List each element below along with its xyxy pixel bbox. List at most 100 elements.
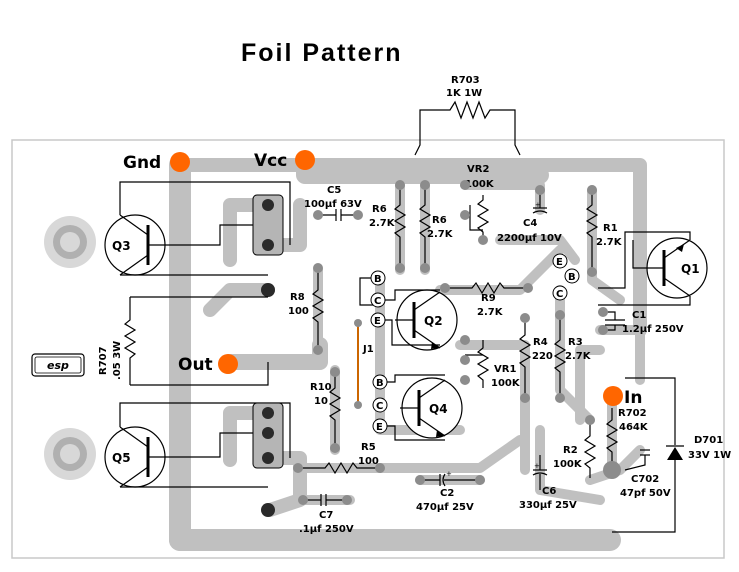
r2-ref: R2 (563, 445, 578, 456)
q4-pins: B C E (372, 374, 445, 441)
q2-label: Q2 (424, 314, 443, 328)
capacitor-c4: C4 2200µf 10V + (497, 185, 562, 244)
in-connector (603, 386, 623, 406)
capacitor-c6: C6 330µf 25V + (519, 455, 577, 511)
pad (262, 199, 274, 211)
c7-value: .1µf 250V (299, 524, 354, 535)
out-connector (218, 354, 238, 374)
svg-text:E: E (556, 257, 563, 268)
r6a-ref: R6 (372, 204, 387, 215)
c1-ref: C1 (632, 310, 646, 321)
c702-ref: C702 (631, 474, 659, 485)
r10-value: 10 (314, 396, 328, 407)
r707-ref: R707 (98, 346, 109, 375)
r9-ref: R9 (481, 293, 496, 304)
svg-text:B: B (376, 378, 384, 389)
q4-label: Q4 (429, 402, 448, 416)
diode-d701: D701 33V 1W (612, 377, 731, 533)
svg-text:B: B (374, 274, 382, 285)
board-outline (11, 139, 725, 559)
resistor-r6b: R6 2.7K (418, 180, 454, 273)
capacitor-c5: C5 100µf 63V (304, 185, 363, 221)
r702-ref: R702 (618, 408, 647, 419)
pad (261, 283, 275, 297)
vcc-connector (295, 150, 315, 170)
r8-value: 100 (288, 306, 309, 317)
vr1-value: 100K (491, 378, 521, 389)
svg-text:C: C (376, 401, 383, 412)
r3-ref: R3 (568, 337, 583, 348)
r9-value: 2.7K (477, 307, 504, 318)
c6-value: 330µf 25V (519, 500, 577, 511)
capacitor-c1: C1 1.2µf 250V (598, 307, 684, 335)
resistor-r6a: R6 2.7K (369, 180, 407, 273)
c4-value: 2200µf 10V (497, 233, 562, 244)
vcc-label: Vcc (254, 151, 287, 171)
r1-value: 2.7K (596, 237, 623, 248)
c2-ref: C2 (440, 488, 454, 499)
j1-label: J1 (362, 344, 374, 355)
svg-text:C: C (374, 296, 381, 307)
r6a-value: 2.7K (369, 218, 396, 229)
r8-ref: R8 (290, 292, 305, 303)
r1-ref: R1 (603, 223, 618, 234)
pad (262, 452, 274, 464)
r6b-value: 2.7K (427, 229, 454, 240)
svg-text:E: E (376, 422, 383, 433)
c7-ref: C7 (319, 510, 333, 521)
c2-value: 470µf 25V (416, 502, 474, 513)
svg-text:B: B (568, 272, 576, 283)
capacitor-c702: C702 47pf 50V (603, 449, 671, 499)
capacitor-c2: C2 470µf 25V + (415, 470, 485, 513)
pad (262, 427, 274, 439)
r10-ref: R10 (310, 382, 332, 393)
transistor-q3: Q3 (104, 181, 291, 276)
svg-text:C: C (556, 289, 563, 300)
jumper-j1: J1 (354, 319, 374, 409)
q2-pins: B C E (359, 270, 440, 346)
resistor-r703: R703 1K 1W (414, 75, 521, 156)
r703-value: 1K 1W (446, 88, 482, 99)
r5-ref: R5 (361, 442, 376, 453)
svg-text:+: + (446, 470, 452, 478)
resistor-r5: R5 100 (293, 442, 385, 475)
r707-value: .05 3W (112, 341, 123, 380)
transistor-q5: Q5 (104, 402, 291, 488)
r703-ref: R703 (451, 75, 480, 86)
vr2-ref: VR2 (467, 164, 489, 175)
q3-socket (252, 194, 284, 256)
resistor-r3: R3 2.7K (553, 310, 592, 403)
page-title: Foil Pattern (241, 39, 403, 67)
mounting-hole-bottom (44, 428, 96, 480)
r3-value: 2.7K (565, 351, 592, 362)
c5-value: 100µf 63V (304, 199, 362, 210)
pad (261, 503, 275, 517)
q1-label: Q1 (681, 262, 700, 276)
transistor-q2: Q2 (395, 289, 458, 351)
c6-ref: C6 (542, 486, 556, 497)
svg-text:+: + (535, 201, 541, 209)
out-label: Out (178, 355, 213, 375)
vr1-ref: VR1 (494, 364, 516, 375)
pad (262, 239, 274, 251)
mounting-hole-top (44, 216, 96, 268)
resistor-r10: R10 10 (310, 367, 342, 453)
logo-text: esp (47, 359, 69, 372)
r4-value: 220 (532, 351, 553, 362)
r5-value: 100 (358, 456, 379, 467)
resistor-r4: R4 220 (518, 313, 553, 403)
in-label: In (624, 388, 642, 408)
r6b-ref: R6 (432, 215, 447, 226)
vr2-value: 100K (465, 179, 495, 190)
potentiometer-vr2: VR2 100K (460, 164, 495, 245)
transistor-q4: Q4 (400, 377, 463, 439)
c702-value: 47pf 50V (620, 488, 671, 499)
esp-logo: esp (31, 353, 85, 377)
r4-ref: R4 (533, 337, 548, 348)
gnd-connector (170, 152, 190, 172)
resistor-r8: R8 100 (288, 263, 325, 355)
resistor-r2: R2 100K (553, 415, 597, 478)
q1-pins: E B C (552, 253, 580, 301)
resistor-r707: R707 .05 3W (98, 296, 269, 386)
